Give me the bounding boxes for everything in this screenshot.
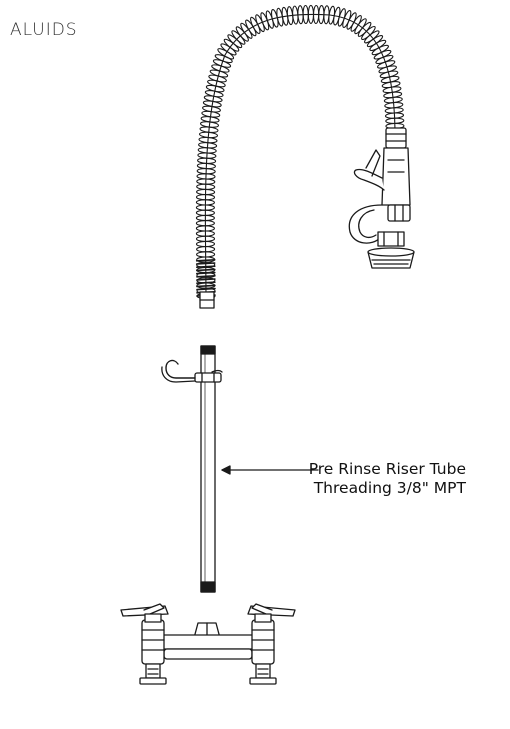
spring-coil-dense <box>196 265 216 269</box>
spring-coil-dense <box>196 278 216 281</box>
callout-title: Pre Rinse Riser Tube <box>308 460 466 478</box>
spring-coil-dense <box>196 271 216 275</box>
spring-coil-dense <box>195 258 216 262</box>
spring-coil-dense <box>196 268 216 272</box>
spring-coil-dense <box>196 281 216 285</box>
spring-hose <box>195 4 405 309</box>
spring-coil-dense <box>195 262 216 265</box>
brand-logo: ALUIDS <box>10 20 78 40</box>
wall-hook-bracket <box>161 359 223 383</box>
callout-thread-spec: Threading 3/8" MPT <box>313 479 466 497</box>
riser-tube <box>200 345 216 593</box>
riser-tube-callout: Pre Rinse Riser Tube Threading 3/8" MPT <box>309 460 466 498</box>
spring-coil-dense <box>196 274 216 278</box>
deck-mount-base <box>120 603 296 685</box>
spring-coil-dense <box>196 287 216 291</box>
callout-leader <box>221 465 319 475</box>
spring-coil-dense <box>196 284 216 288</box>
spray-valve-head <box>348 127 415 269</box>
